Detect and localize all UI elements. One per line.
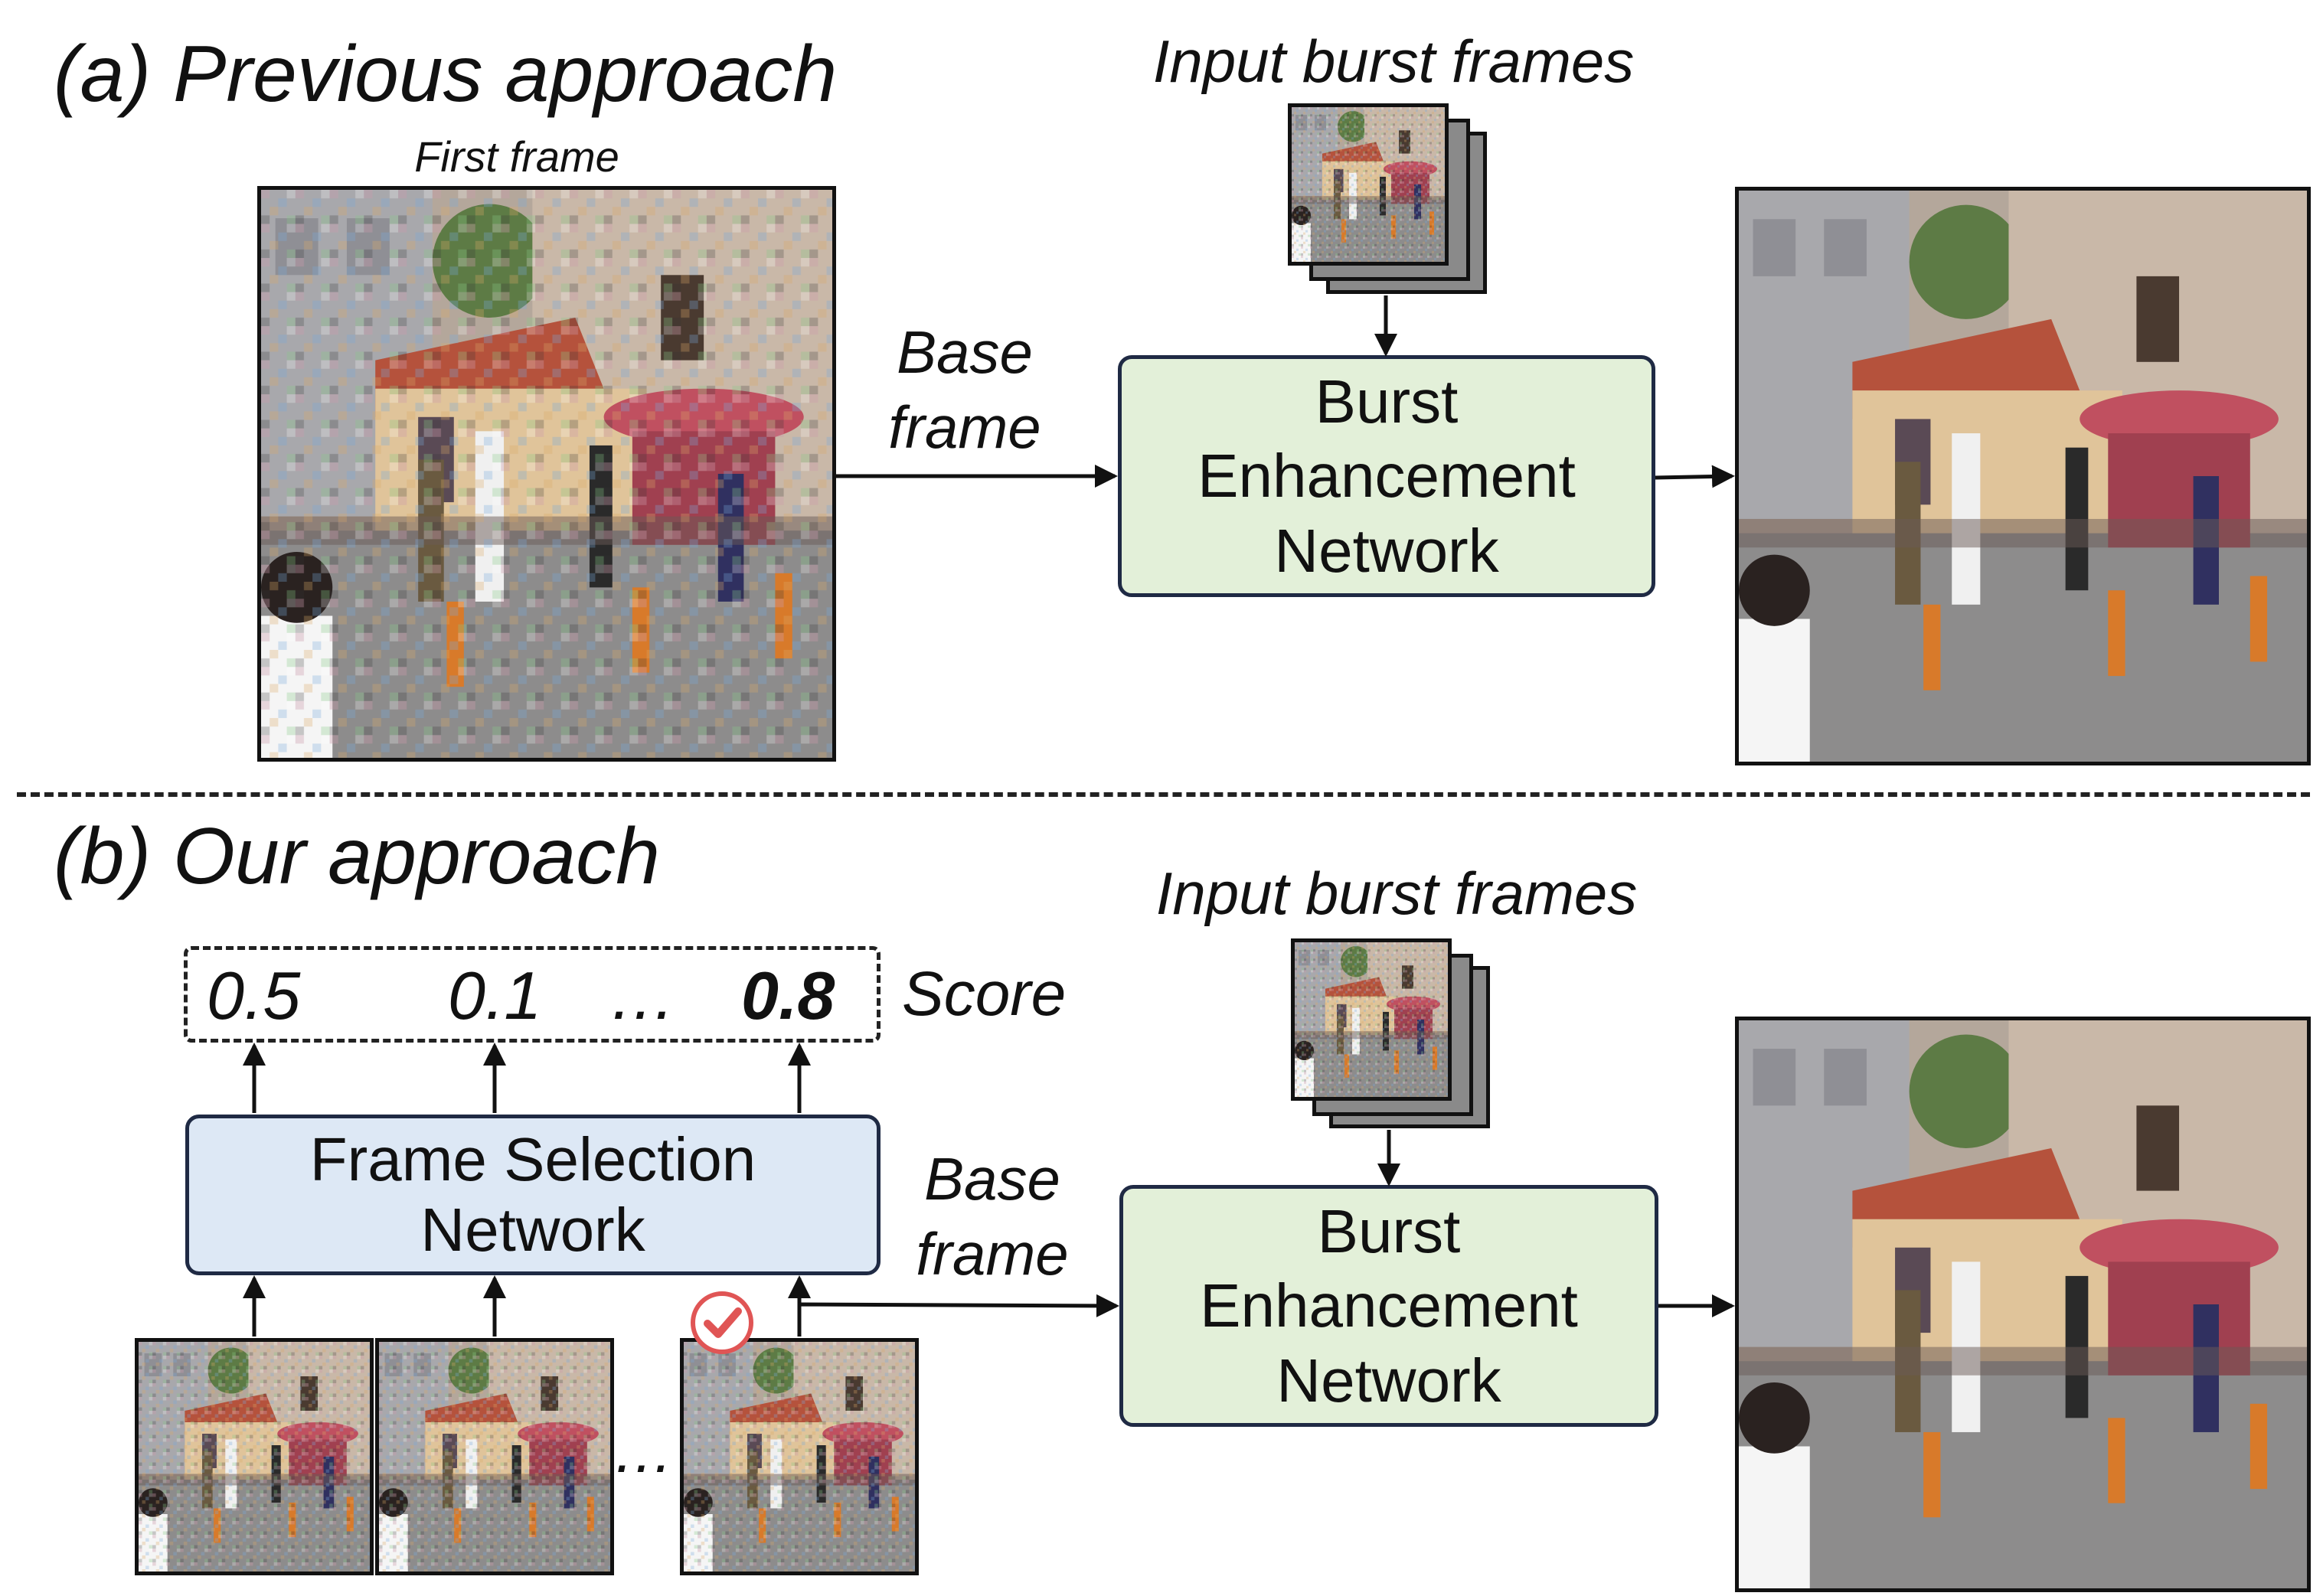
- score-value: 0.5: [207, 958, 301, 1033]
- score-box: [184, 946, 881, 1043]
- burst-frame-front-b: [1291, 938, 1452, 1101]
- check-icon: [689, 1290, 755, 1356]
- arrow-base-frame-b: [797, 1294, 1119, 1337]
- enhanced-output-b: [1735, 1017, 2311, 1592]
- panel-separator: [17, 792, 2310, 797]
- frame-selection-network: Frame Selection Network: [185, 1115, 881, 1275]
- base-frame-label-b: Base frame: [916, 1145, 1069, 1288]
- score-value: 0.1: [448, 958, 542, 1033]
- first-frame-image: [257, 186, 836, 762]
- score-ellipsis: …: [609, 958, 676, 1033]
- burst-frame-front-a: [1288, 103, 1449, 266]
- score-label: Score: [902, 959, 1067, 1029]
- candidate-frame: [135, 1338, 374, 1575]
- arrow-output-a: [1655, 465, 1735, 488]
- panel-a-title: (a) Previous approach: [54, 30, 838, 119]
- burst-enhancement-network-b: Burst Enhancement Network: [1119, 1185, 1658, 1427]
- burst-enhancement-network-a: Burst Enhancement Network: [1118, 355, 1655, 597]
- enhanced-output-a: [1735, 187, 2311, 765]
- panel-b-title: (b) Our approach: [54, 812, 660, 901]
- selected-frame: [680, 1338, 919, 1575]
- score-value-best: 0.8: [741, 958, 835, 1033]
- candidate-frame: [375, 1338, 614, 1575]
- input-burst-caption-a: Input burst frames: [1152, 28, 1635, 95]
- first-frame-caption: First frame: [414, 132, 619, 181]
- input-burst-caption-b: Input burst frames: [1155, 860, 1638, 927]
- frames-ellipsis: …: [613, 1417, 674, 1485]
- base-frame-label-a: Base frame: [888, 318, 1041, 461]
